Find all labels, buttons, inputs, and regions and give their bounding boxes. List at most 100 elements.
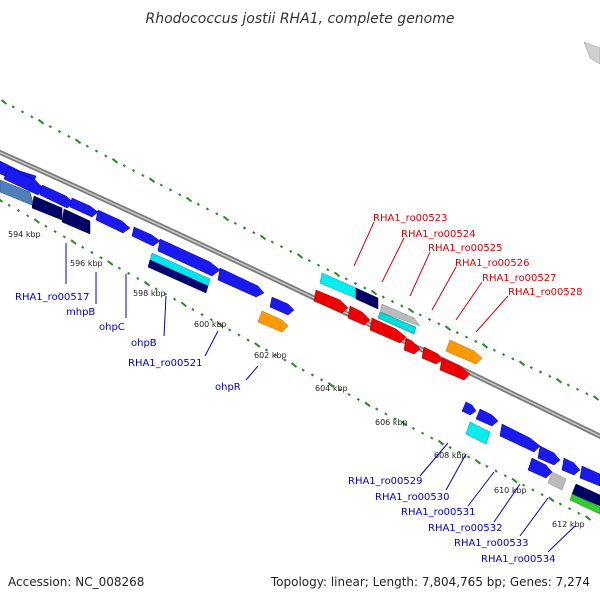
tick-mark — [548, 496, 555, 503]
gene-arrow[interactable] — [379, 303, 421, 327]
gene-label[interactable]: RHA1_ro00528 — [508, 287, 583, 298]
gene-label[interactable]: RHA1_ro00521 — [128, 358, 203, 369]
tick-mark — [577, 511, 581, 515]
gene-features — [0, 41, 600, 515]
tick-mark — [522, 483, 526, 487]
gene-label[interactable]: RHA1_ro00527 — [482, 273, 557, 284]
gene-label[interactable]: RHA1_ro00525 — [428, 243, 503, 254]
gene-arrow[interactable] — [537, 445, 561, 466]
tick-mark — [159, 183, 163, 187]
gene-label[interactable]: RHA1_ro00530 — [375, 492, 450, 503]
gene-label[interactable]: RHA1_ro00534 — [481, 554, 556, 565]
tick-mark — [141, 173, 145, 177]
tick-mark — [347, 393, 351, 397]
gene-label[interactable]: mhpB — [66, 307, 95, 318]
tick-mark — [62, 235, 66, 239]
tick-mark — [437, 439, 445, 446]
gene-arrow[interactable] — [403, 337, 421, 355]
gene-label[interactable]: ohpB — [131, 338, 157, 349]
gene-arrow[interactable] — [377, 311, 417, 335]
gene-label[interactable]: RHA1_ro00524 — [401, 229, 476, 240]
tick-mark — [481, 343, 489, 349]
tick-mark — [474, 339, 478, 343]
tick-mark — [33, 218, 40, 224]
tick-mark — [364, 401, 371, 408]
gene-arrow[interactable] — [95, 209, 131, 234]
gene-label[interactable]: ohpR — [215, 382, 241, 393]
gene-label[interactable]: RHA1_ro00532 — [428, 523, 503, 534]
gene-arrow[interactable] — [571, 483, 600, 507]
tick-mark — [289, 249, 293, 253]
gene-arrow[interactable] — [499, 423, 541, 453]
gene-arrow[interactable] — [583, 41, 600, 65]
gene-arrow[interactable] — [439, 357, 471, 381]
tick-mark — [437, 322, 441, 326]
tick-mark — [584, 515, 592, 521]
tick-mark — [279, 245, 284, 249]
gene-arrow[interactable] — [347, 305, 371, 326]
gene-arrow[interactable] — [369, 317, 407, 344]
gene-arrow[interactable] — [561, 457, 581, 476]
gene-label[interactable]: ohpC — [99, 322, 125, 333]
gene-label[interactable]: RHA1_ro00529 — [348, 476, 423, 487]
gene-arrow[interactable] — [527, 457, 553, 479]
tick-mark — [430, 436, 434, 440]
tick-mark — [555, 377, 563, 384]
gene-arrow[interactable] — [269, 296, 295, 316]
gene-label[interactable]: RHA1_ro00517 — [15, 292, 90, 303]
tick-mark — [567, 507, 572, 511]
gene-label[interactable]: RHA1_ro00523 — [373, 213, 448, 224]
tick-mark — [136, 277, 140, 281]
scale-label: 598 kbp — [133, 289, 166, 298]
tick-mark — [70, 239, 77, 245]
tick-mark — [11, 105, 15, 109]
tick-mark — [178, 193, 182, 197]
tick-mark — [511, 477, 518, 484]
gene-arrow[interactable] — [355, 287, 379, 310]
tick-mark — [67, 134, 71, 138]
tick-mark — [228, 328, 232, 332]
gene-arrow[interactable] — [461, 401, 477, 416]
tick-mark — [485, 464, 489, 468]
tick-mark — [252, 231, 256, 235]
tick-mark — [448, 445, 452, 450]
gene-arrow[interactable] — [465, 421, 491, 445]
topology-text: Topology: linear; Length: 7,804,765 bp; … — [270, 575, 590, 589]
scale-label: 610 kbp — [494, 486, 527, 495]
tick-mark — [48, 125, 52, 129]
tick-mark — [531, 488, 535, 492]
scale-label: 602 kbp — [254, 351, 287, 360]
gene-arrow[interactable] — [31, 195, 63, 221]
gene-arrow[interactable] — [61, 208, 91, 235]
tick-mark — [316, 263, 321, 267]
gene-arrow[interactable] — [475, 408, 499, 427]
tick-mark — [246, 338, 250, 342]
gene-arrow[interactable] — [569, 493, 600, 515]
gene-arrow[interactable] — [313, 289, 349, 314]
gene-arrow[interactable] — [217, 267, 265, 298]
gene-arrow[interactable] — [547, 471, 567, 491]
tick-mark — [259, 234, 267, 241]
gene-label[interactable]: RHA1_ro00526 — [455, 258, 530, 269]
gene-arrow[interactable] — [69, 197, 99, 218]
scale-labels: 594 kbp 596 kbp 598 kbp 600 kbp 602 kbp … — [8, 230, 585, 529]
tick-mark — [540, 493, 544, 497]
gene-arrow[interactable] — [257, 310, 289, 333]
gene-arrow[interactable] — [147, 259, 209, 294]
tick-mark — [592, 395, 600, 401]
gene-arrow[interactable] — [579, 465, 600, 487]
tick-mark — [344, 277, 348, 281]
tick-mark — [0, 99, 8, 105]
gene-label[interactable]: RHA1_ro00533 — [454, 538, 529, 549]
gene-arrow[interactable] — [131, 226, 161, 247]
tick-mark — [290, 362, 298, 368]
tick-mark — [353, 281, 358, 286]
gene-arrow[interactable] — [445, 339, 483, 365]
gene-label[interactable]: RHA1_ro00531 — [401, 507, 476, 518]
tick-mark — [126, 271, 131, 275]
tick-mark — [233, 221, 237, 225]
tick-mark — [209, 318, 213, 322]
gene-arrow[interactable] — [157, 238, 221, 277]
gene-arrow[interactable] — [421, 346, 443, 365]
